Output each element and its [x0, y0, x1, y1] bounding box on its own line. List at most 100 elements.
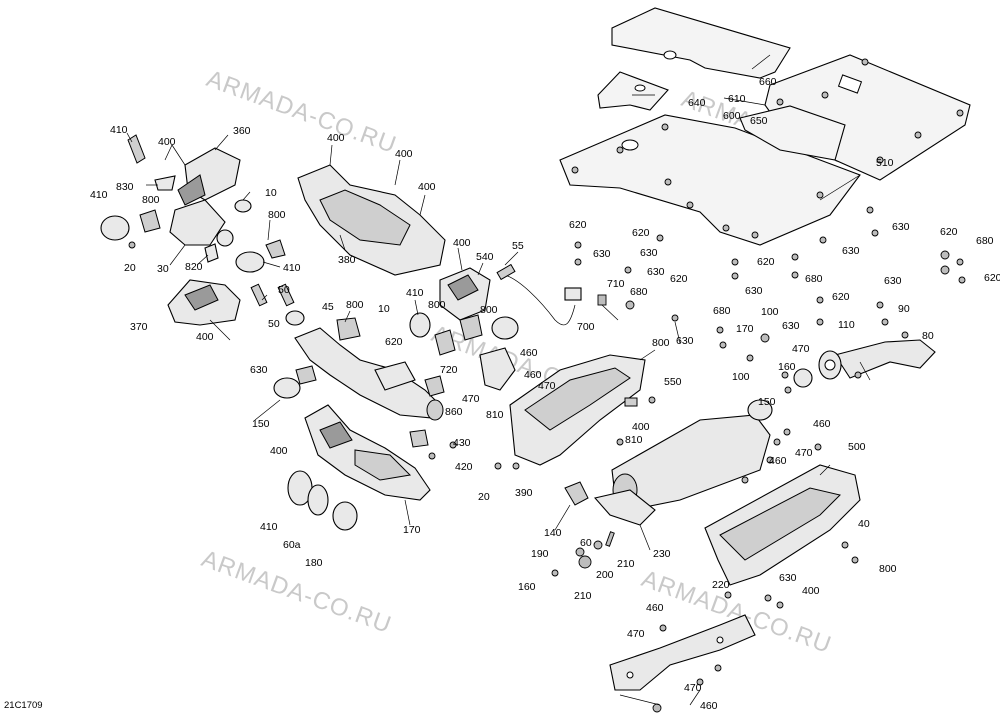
fastener-110b: [784, 386, 792, 394]
plate-fastener: [816, 191, 824, 199]
callout-label: 680: [976, 235, 994, 247]
heat-shield-540-group: [336, 263, 635, 391]
callout-label: 360: [233, 125, 251, 137]
callout-label: 380: [338, 254, 356, 266]
heat-shield-500-ribs: [524, 367, 631, 431]
plate-fastener: [876, 156, 884, 164]
gasket-90: [793, 368, 813, 388]
plate-fastener: [861, 58, 869, 66]
callout-label: 800: [879, 563, 897, 575]
bolt-470b: [494, 462, 502, 470]
watermark-1: ARMADA-CO.RU: [203, 65, 400, 159]
callout-label: 630: [779, 572, 797, 584]
callout-label: 460: [769, 455, 787, 467]
callout-label: 50: [278, 284, 290, 296]
heat-shield-380-group: [297, 164, 446, 276]
heat-shield-510-ribs: [719, 487, 841, 561]
plate-fastener: [661, 123, 669, 131]
fastener-620g: [956, 258, 964, 266]
callout-label: 470: [684, 682, 702, 694]
callout-label: 400: [802, 585, 820, 597]
callout-label: 410: [260, 521, 278, 533]
plate-hole: [663, 50, 677, 60]
plate-fastener: [914, 131, 922, 139]
plate-fastener: [664, 178, 672, 186]
plate-fastener: [686, 201, 694, 209]
plate-fastener: [821, 91, 829, 99]
gasket-800d: [434, 329, 456, 356]
callout-label: 150: [758, 396, 776, 408]
callout-label: 400: [327, 132, 345, 144]
plate-hole: [621, 139, 639, 151]
callout-label: 420: [455, 461, 473, 473]
bolt-210b: [724, 591, 732, 599]
callout-label: 160: [778, 361, 796, 373]
callout-label: 400: [453, 237, 471, 249]
muffler-group: [551, 399, 773, 577]
callout-label: 650: [750, 115, 768, 127]
callout-label: 400: [395, 148, 413, 160]
washer-230b: [696, 678, 704, 686]
callout-label: 100: [761, 306, 779, 318]
callout-label: 460: [520, 347, 538, 359]
fastener-100: [901, 331, 909, 339]
callout-label: 640: [688, 97, 706, 109]
gasket-800f: [295, 365, 317, 385]
callout-label: 60: [580, 537, 592, 549]
fastener-630j: [671, 314, 679, 322]
callout-label: 810: [625, 434, 643, 446]
callout-label: 410: [90, 189, 108, 201]
callout-label: 470: [462, 393, 480, 405]
fastener-110: [781, 371, 789, 379]
callout-label: 820: [185, 261, 203, 273]
callout-label: 160: [518, 581, 536, 593]
sensor-connector-700: [564, 287, 582, 301]
fastener-620d: [791, 253, 799, 261]
heat-shield-inner: [177, 174, 206, 206]
callout-label: 150: [252, 418, 270, 430]
plate-660: [611, 7, 791, 79]
callout-label: 620: [670, 273, 688, 285]
callout-label: 680: [805, 273, 823, 285]
callout-label: 470: [538, 380, 556, 392]
gasket-800: [139, 209, 161, 233]
callout-label: 800: [346, 299, 364, 311]
callout-label: 460: [646, 602, 664, 614]
heat-shield-380-ribs: [319, 189, 411, 246]
plate-640: [597, 71, 669, 111]
plate-hole: [837, 74, 863, 94]
callout-label: 460: [813, 418, 831, 430]
heat-shield-500-group: [509, 354, 646, 466]
callout-label: 30: [157, 263, 169, 275]
callout-label: 45: [322, 301, 334, 313]
clamp-410b: [235, 251, 265, 273]
bracket-820: [204, 243, 219, 263]
fasteners-right: [494, 206, 966, 609]
grommet-680c: [940, 265, 950, 275]
spacer-180: [575, 547, 585, 557]
callout-label: 630: [842, 245, 860, 257]
bracket-200: [609, 614, 756, 691]
callout-label: 410: [110, 124, 128, 136]
callout-label: 80: [922, 330, 934, 342]
flex-pipe-550: [479, 347, 516, 391]
clamp-60a: [564, 481, 589, 506]
fastener-620b: [656, 234, 664, 242]
callout-label: 600: [723, 110, 741, 122]
callout-label: 460: [700, 700, 718, 712]
fastener-620: [574, 241, 582, 249]
tail-pipe-group: [793, 339, 936, 388]
leader-lines: [126, 54, 871, 706]
fastener-630e: [871, 229, 879, 237]
header-pipe-bracket: [374, 361, 416, 391]
fastener-630d: [791, 271, 799, 279]
bolt-470d: [776, 601, 784, 609]
fastener-620j: [746, 354, 754, 362]
callout-label: 470: [795, 447, 813, 459]
fastener-630g: [816, 318, 824, 326]
callout-label: 180: [305, 557, 323, 569]
gasket-10: [234, 199, 252, 213]
fastener-620h: [816, 296, 824, 304]
callout-label: 400: [270, 445, 288, 457]
fastener-100b: [854, 371, 862, 379]
